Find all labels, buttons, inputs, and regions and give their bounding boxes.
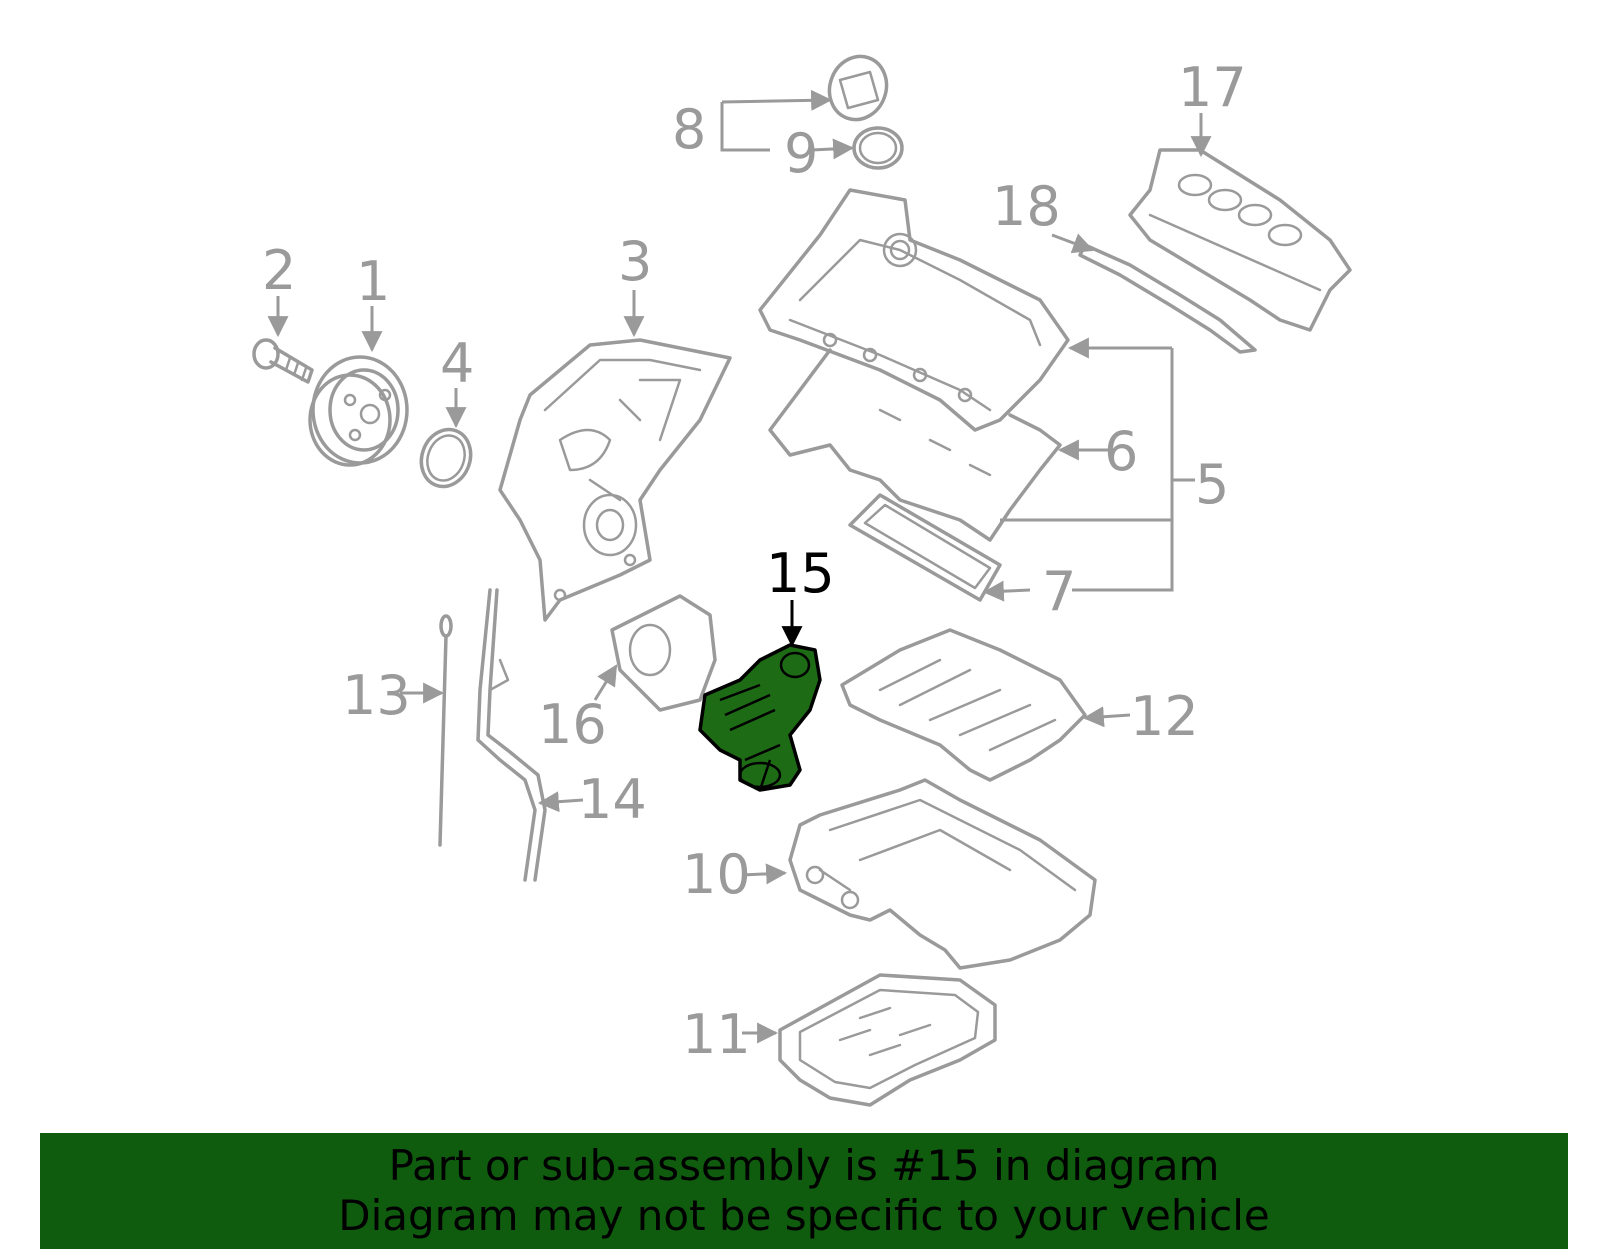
part-6-gasket [768, 348, 1062, 542]
callout-18: 18 [992, 175, 1061, 238]
leader-lines [267, 89, 1212, 1044]
callout-15: 15 [766, 542, 835, 605]
part-4-o-ring [419, 427, 473, 489]
callout-13: 13 [342, 664, 411, 727]
callout-6: 6 [1104, 420, 1138, 483]
callout-14: 14 [578, 768, 647, 831]
callout-5: 5 [1195, 453, 1229, 516]
part-5-valve-cover [758, 188, 1070, 432]
callout-11: 11 [682, 1003, 751, 1066]
part-11-lower-oil-pan [778, 973, 997, 1107]
part-2-bolt [252, 338, 314, 384]
part-9-seal [852, 126, 904, 170]
part-15-highlighted [698, 643, 822, 792]
callout-12: 12 [1130, 685, 1199, 748]
callout-labels: 2 1 4 3 8 9 17 18 6 5 7 15 13 16 12 14 1… [262, 56, 1247, 1066]
banner-line-2: Diagram may not be specific to your vehi… [338, 1191, 1270, 1240]
banner-line-1: Part or sub-assembly is #15 in diagram [388, 1141, 1220, 1190]
part-18-manifold-gasket [1078, 243, 1257, 354]
part-13-dipstick [438, 614, 453, 847]
callout-10: 10 [682, 843, 751, 906]
part-10-upper-oil-pan [788, 778, 1097, 970]
part-17-intake-manifold [1128, 148, 1352, 332]
callout-1: 1 [356, 250, 390, 313]
callout-4: 4 [440, 332, 474, 395]
part-16-cover [610, 594, 717, 712]
callout-8: 8 [672, 98, 706, 161]
part-1-crank-pulley [308, 355, 409, 467]
part-7-gasket [848, 493, 1002, 602]
callout-3: 3 [618, 230, 652, 293]
part-12-windage-tray [840, 628, 1087, 782]
callout-7: 7 [1042, 560, 1076, 623]
callout-16: 16 [538, 693, 607, 756]
callout-2: 2 [262, 239, 296, 302]
part-8-oil-cap [827, 54, 889, 122]
info-banner: Part or sub-assembly is #15 in diagram D… [40, 1133, 1568, 1249]
callout-9: 9 [784, 122, 818, 185]
part-3-timing-cover [498, 338, 732, 622]
part-14-dipstick-tube [476, 588, 547, 882]
callout-17: 17 [1178, 56, 1247, 119]
